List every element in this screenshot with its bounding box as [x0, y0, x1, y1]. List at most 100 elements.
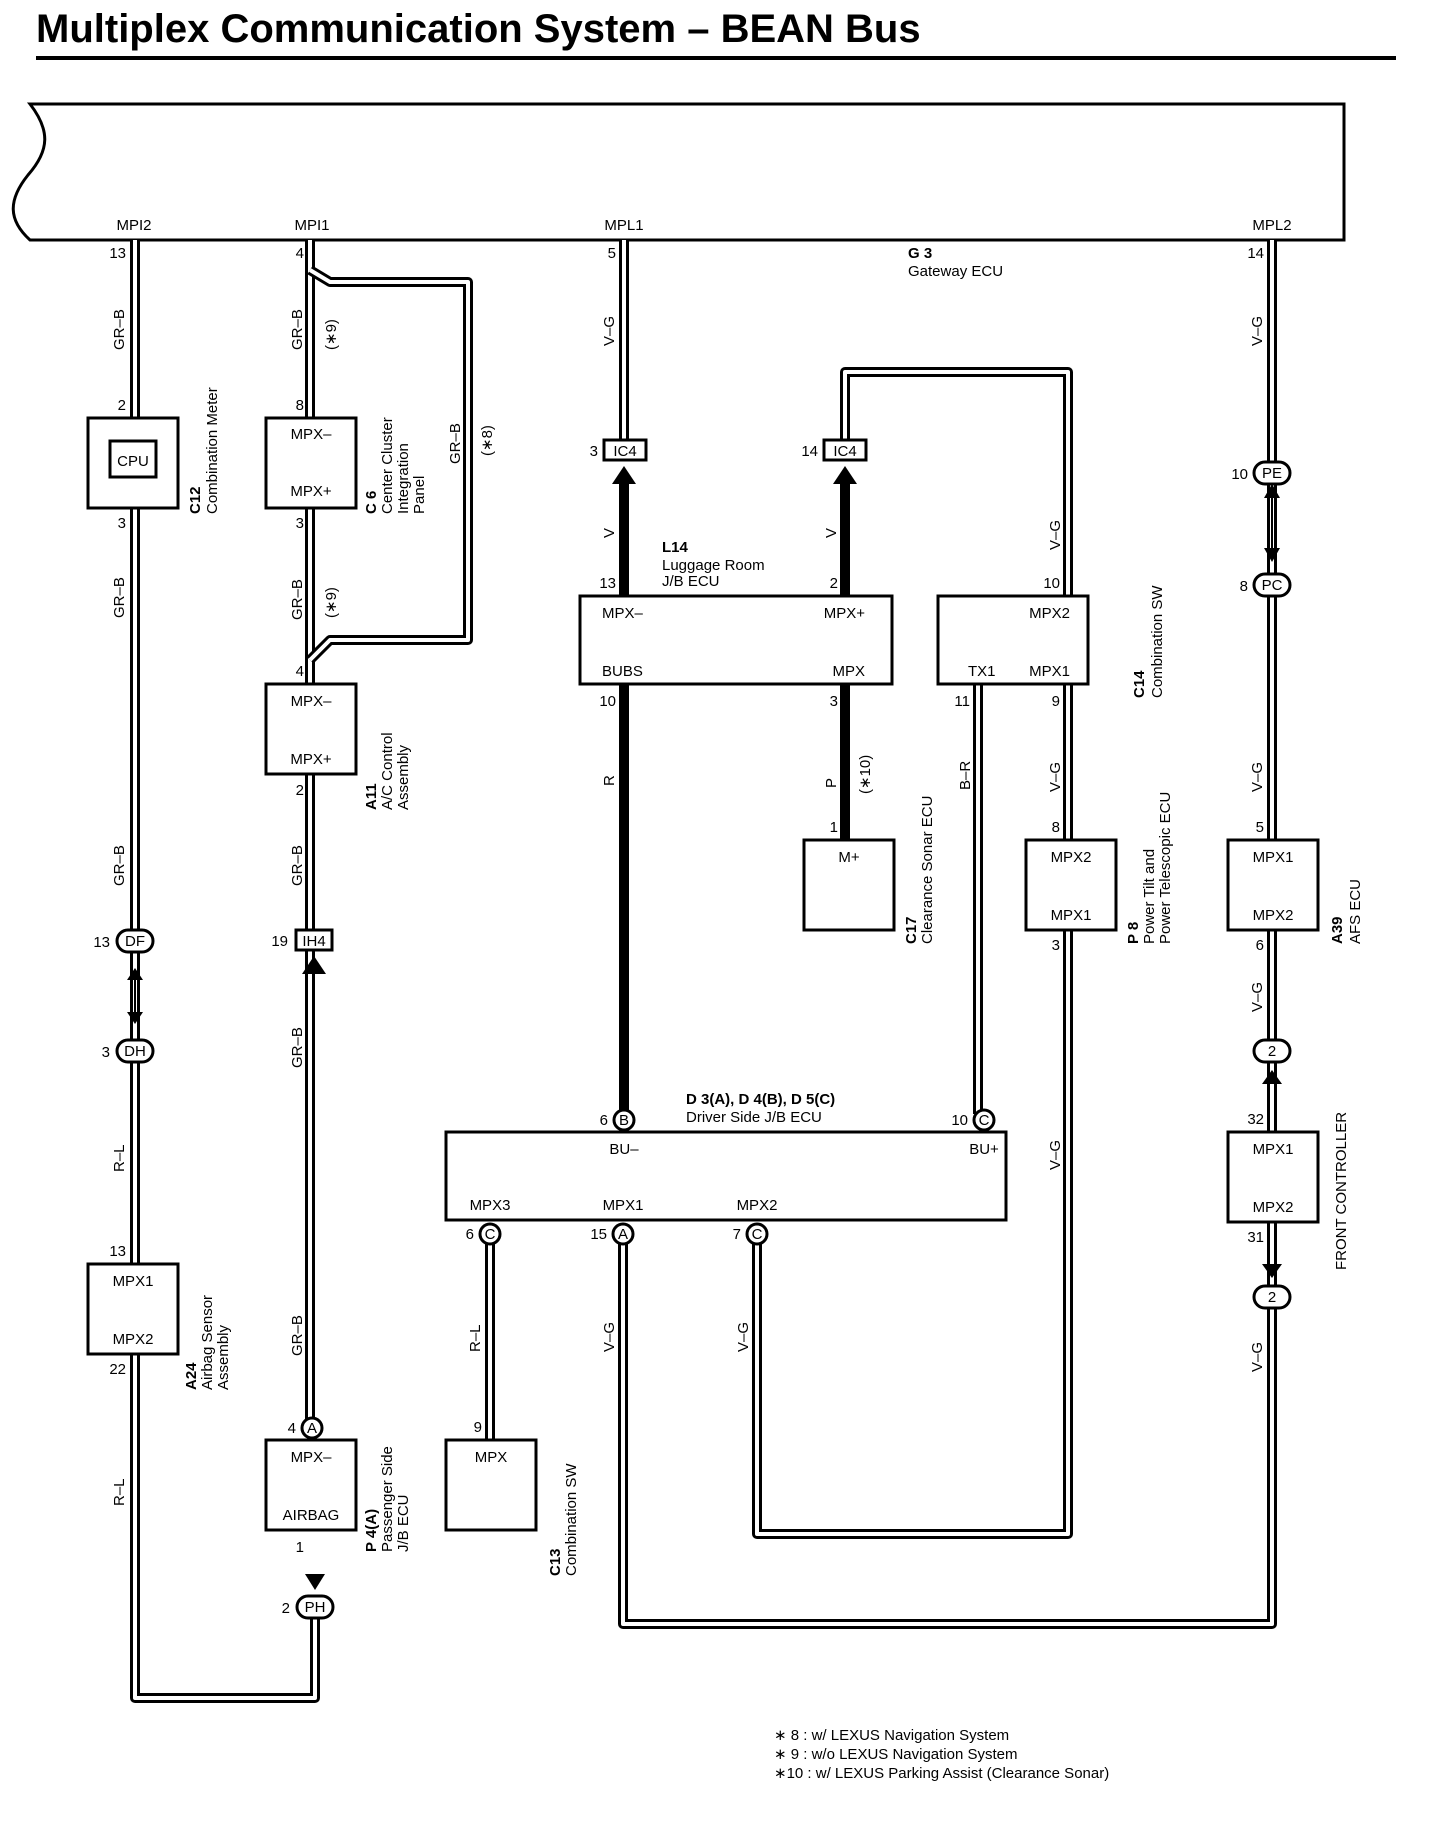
terminal-mpi1: MPI1 — [294, 217, 329, 234]
c13-code: C13 — [547, 1548, 564, 1576]
terminal-mpx-minus: MPX– — [291, 1449, 333, 1466]
pin-number: 7 — [733, 1226, 741, 1243]
center-cluster-c6: MPX– MPX+ — [264, 416, 358, 510]
mark-note-9: (∗9) — [323, 587, 340, 618]
a24-code: A24 — [183, 1362, 200, 1390]
terminal-mpx-plus: MPX+ — [290, 483, 332, 500]
wire-color-label: V–G — [735, 1322, 752, 1352]
p8-name-1: Power Tilt and — [1141, 849, 1158, 944]
conn-circles: B C C A C A — [300, 1108, 996, 1440]
connector-pc-label: PC — [1262, 577, 1283, 594]
wire-color-label: R — [601, 775, 618, 786]
a39-code: A39 — [1329, 916, 1346, 944]
wire-color-label: GR–B — [289, 845, 306, 886]
mark-note-9: (∗9) — [323, 319, 340, 350]
ac-control-a11: MPX– MPX+ — [264, 682, 358, 776]
pin-number: 5 — [1256, 819, 1264, 836]
a11-name-2: Assembly — [395, 744, 412, 810]
c6-name-1: Center Cluster — [379, 417, 396, 514]
connector-dh-label: DH — [124, 1043, 146, 1060]
gateway-ecu-outline — [11, 102, 1346, 242]
a24-name-2: Assembly — [215, 1324, 232, 1390]
l14-code: L14 — [662, 539, 689, 556]
conn-letter-c: C — [485, 1226, 496, 1243]
terminal-mpx1: MPX1 — [603, 1197, 644, 1214]
c12-name: Combination Meter — [204, 387, 221, 514]
connector-ic4-a-label: IC4 — [613, 443, 636, 460]
a39-name: AFS ECU — [1347, 879, 1364, 944]
component-labels-horizontal: L14 Luggage Room J/B ECU D 3(A), D 4(B),… — [662, 539, 835, 1126]
combination-sw-c14: MPX2 TX1 MPX1 — [936, 594, 1090, 686]
a11-code: A11 — [363, 783, 380, 810]
terminal-bubs: BUBS — [602, 663, 643, 680]
wire-color-label: V — [601, 528, 618, 538]
terminal-m-plus: M+ — [838, 849, 859, 866]
terminal-mpx2: MPX2 — [737, 1197, 778, 1214]
wire-color-label: GR–B — [289, 579, 306, 620]
terminal-bu-plus: BU+ — [969, 1141, 999, 1158]
pin-number: 3 — [1052, 937, 1060, 954]
connector-ih4-label: IH4 — [302, 933, 325, 950]
luggage-jb-l14: MPX– MPX+ BUBS MPX — [578, 594, 894, 686]
conn-letter-a: A — [307, 1420, 317, 1437]
pin-number: 13 — [93, 934, 110, 951]
connector-ph-label: PH — [305, 1599, 326, 1616]
wire-color-label: GR–B — [447, 423, 464, 464]
p4-code: P 4(A) — [363, 1509, 380, 1552]
wire-color-label: GR–B — [111, 845, 128, 886]
terminal-tx1: TX1 — [968, 663, 996, 680]
gateway-name: Gateway ECU — [908, 263, 1003, 280]
junction-2-upper-label: 2 — [1268, 1043, 1276, 1060]
wire-color-label: V–G — [1047, 1140, 1064, 1170]
pin-number: 6 — [466, 1226, 474, 1243]
pin-number: 9 — [474, 1419, 482, 1436]
connector-dh: DH — [115, 1038, 155, 1064]
wire-color-label: V–G — [601, 1322, 618, 1352]
terminal-mpx2: MPX2 — [113, 1331, 154, 1348]
pin-number: 13 — [599, 575, 616, 592]
pin-number: 2 — [282, 1600, 290, 1617]
terminal-mpx1: MPX1 — [1253, 849, 1294, 866]
wire-color-label: GR–B — [289, 1027, 306, 1068]
d3-name: Driver Side J/B ECU — [686, 1109, 822, 1126]
wire-color-label: B–R — [957, 761, 974, 790]
c12-code: C12 — [187, 486, 204, 514]
pin-number: 31 — [1247, 1229, 1264, 1246]
pin-number: 2 — [296, 782, 304, 799]
pin-number: 1 — [296, 1539, 304, 1556]
gateway-labels: MPI2 MPI1 MPL1 MPL2 G 3 Gateway ECU — [116, 217, 1291, 280]
footnote-10: ∗10 : w/ LEXUS Parking Assist (Clearance… — [774, 1765, 1109, 1782]
terminal-mpl1: MPL1 — [604, 217, 643, 234]
wire-color-label: V–G — [601, 316, 618, 346]
pin-number: 8 — [1240, 578, 1248, 595]
terminal-mpx-plus: MPX+ — [290, 751, 332, 768]
connector-pe-label: PE — [1262, 465, 1282, 482]
wire-color-label: GR–B — [289, 1315, 306, 1356]
gateway-code: G 3 — [908, 245, 932, 262]
power-tilt-p8: MPX2 MPX1 — [1024, 838, 1118, 932]
pin-number: 10 — [1043, 575, 1060, 592]
pin-number: 6 — [1256, 937, 1264, 954]
cpu-block — [108, 439, 158, 479]
wire-color-labels: GR–B GR–B GR–B R–L R–L GR–B (∗9) GR–B (∗… — [111, 309, 1266, 1506]
terminal-mpx2: MPX2 — [1253, 1199, 1294, 1216]
wire-color-label: R–L — [111, 1144, 128, 1172]
pin-number: 11 — [954, 693, 970, 710]
conn-letter-c: C — [752, 1226, 763, 1243]
wire-color-label: V–G — [1047, 762, 1064, 792]
clearance-sonar-c17: M+ — [802, 838, 896, 932]
pin-number: 3 — [102, 1044, 110, 1061]
l14-name-1: Luggage Room — [662, 557, 765, 574]
connector-df: DF — [115, 928, 155, 954]
connector-ph: PH — [295, 1594, 335, 1620]
wire-color-label: V–G — [1047, 520, 1064, 550]
footnote-8: ∗ 8 : w/ LEXUS Navigation System — [774, 1727, 1009, 1744]
pin-number: 1 — [830, 819, 838, 836]
c17-code: C17 — [903, 916, 920, 944]
pin-number: 15 — [590, 1226, 607, 1243]
p8-code: P 8 — [1125, 922, 1142, 944]
terminal-airbag: AIRBAG — [283, 1507, 340, 1524]
pin-number: 8 — [296, 397, 304, 414]
pin-number: 32 — [1247, 1111, 1264, 1128]
